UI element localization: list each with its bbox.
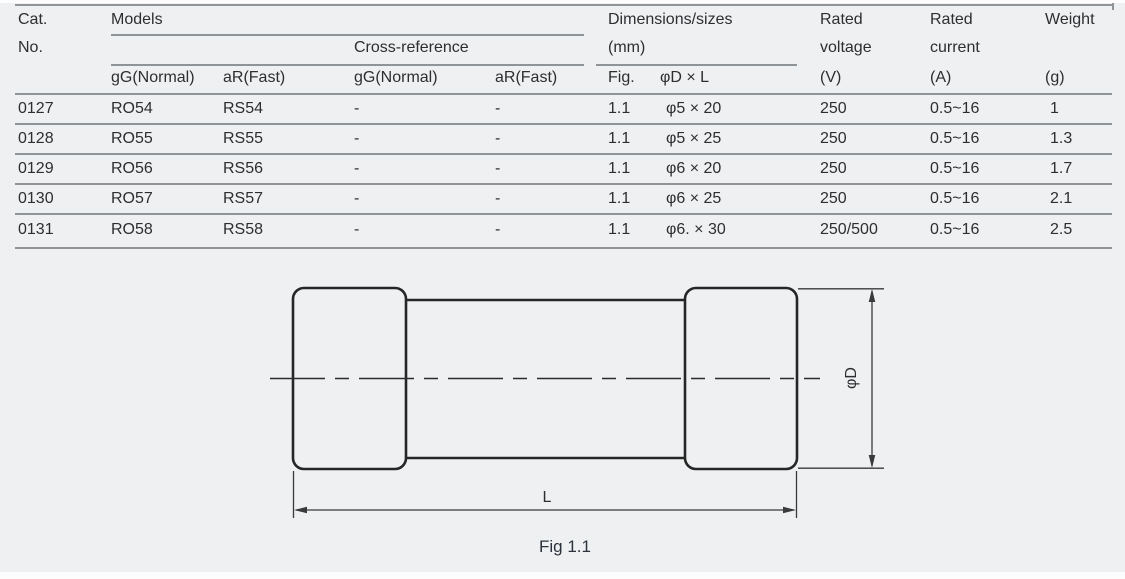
cell-model-gg: RO57	[111, 190, 153, 207]
cell-fig: 1.1	[608, 160, 631, 177]
cell-current: 0.5~16	[930, 100, 980, 117]
arrow-right-icon	[783, 506, 796, 514]
col-header-dimensions-unit: (mm)	[608, 39, 646, 56]
cell-cat-no: 0130	[18, 190, 54, 207]
cell-model-gg: RO56	[111, 160, 153, 177]
cell-cross-ar: -	[495, 190, 501, 207]
cell-weight: 1.7	[1050, 160, 1073, 177]
cell-voltage: 250	[820, 160, 847, 177]
cell-fig: 1.1	[608, 130, 631, 147]
arrow-left-icon	[294, 506, 307, 514]
cell-cross-ar: -	[495, 160, 501, 177]
diameter-label: φD	[843, 367, 860, 389]
page-margin-top	[0, 0, 1125, 3]
cell-cross-gg: -	[354, 160, 360, 177]
cell-model-ar: RS54	[223, 100, 264, 117]
figure-caption: Fig 1.1	[539, 537, 591, 556]
col-header-cross-reference: Cross-reference	[354, 39, 469, 56]
col-header-rated-voltage-1: Rated	[820, 11, 863, 28]
cell-model-ar: RS56	[223, 160, 264, 177]
cell-fig: 1.1	[608, 190, 631, 207]
col-header-rated-voltage-unit: (V)	[820, 69, 842, 86]
table-row: 0131 RO58 RS58 - - 1.1 φ6. × 30 250/500 …	[15, 215, 1112, 249]
cell-current: 0.5~16	[930, 221, 980, 238]
sub-header-cross-ar: aR(Fast)	[495, 69, 558, 86]
cell-cat-no: 0127	[18, 100, 54, 117]
page-margin-bottom	[0, 572, 1125, 579]
cell-cross-gg: -	[354, 130, 360, 147]
cell-voltage: 250/500	[820, 221, 878, 238]
cell-cross-gg: -	[354, 190, 360, 207]
cell-weight: 2.5	[1050, 221, 1073, 238]
col-header-weight: Weight	[1045, 11, 1095, 28]
sub-header-d-x-l: φD × L	[660, 69, 710, 86]
table-top-rule	[15, 4, 1112, 6]
cell-cross-gg: -	[354, 221, 360, 238]
cell-model-gg: RO55	[111, 130, 153, 147]
table-row: 0129 RO56 RS56 - - 1.1 φ6 × 20 250 0.5~1…	[15, 155, 1112, 185]
cell-cross-ar: -	[495, 130, 501, 147]
sub-header-models-gg: gG(Normal)	[111, 69, 195, 86]
cell-d-x-l: φ5 × 20	[666, 100, 722, 117]
cell-model-gg: RO54	[111, 100, 153, 117]
dimensions-group-rule	[596, 64, 797, 66]
length-label: L	[543, 489, 552, 506]
cell-voltage: 250	[820, 190, 847, 207]
cell-weight: 1	[1050, 100, 1059, 117]
sub-header-models-ar: aR(Fast)	[223, 69, 286, 86]
cell-d-x-l: φ5 × 25	[666, 130, 722, 147]
header-bottom-rule	[15, 93, 1112, 95]
cell-cross-ar: -	[495, 100, 501, 117]
cell-fig: 1.1	[608, 100, 631, 117]
sub-header-fig: Fig.	[608, 69, 635, 86]
col-header-rated-current-1: Rated	[930, 11, 973, 28]
col-header-rated-current-2: current	[930, 39, 980, 56]
col-header-rated-voltage-2: voltage	[820, 39, 872, 56]
cell-current: 0.5~16	[930, 190, 980, 207]
col-header-cat: Cat.	[18, 11, 48, 28]
cell-voltage: 250	[820, 100, 847, 117]
cell-current: 0.5~16	[930, 160, 980, 177]
page-edge-tick	[1112, 0, 1114, 10]
cross-reference-group-rule	[111, 64, 584, 66]
col-header-dimensions: Dimensions/sizes	[608, 11, 733, 28]
cell-cross-gg: -	[354, 100, 360, 117]
cell-fig: 1.1	[608, 221, 631, 238]
cell-weight: 1.3	[1050, 130, 1073, 147]
arrow-up-icon	[868, 289, 876, 302]
cell-cat-no: 0128	[18, 130, 54, 147]
models-group-rule	[111, 34, 584, 36]
cell-model-ar: RS58	[223, 221, 264, 238]
cell-model-ar: RS57	[223, 190, 264, 207]
cell-d-x-l: φ6 × 20	[666, 160, 722, 177]
cell-model-gg: RO58	[111, 221, 153, 238]
sub-header-cross-gg: gG(Normal)	[354, 69, 438, 86]
cell-weight: 2.1	[1050, 190, 1073, 207]
arrow-down-icon	[868, 455, 876, 468]
col-header-no: No.	[18, 39, 43, 56]
cell-cat-no: 0129	[18, 160, 54, 177]
table-row: 0127 RO54 RS54 - - 1.1 φ5 × 20 250 0.5~1…	[15, 95, 1112, 125]
cell-d-x-l: φ6. × 30	[666, 221, 726, 238]
col-header-rated-current-unit: (A)	[930, 69, 952, 86]
cell-current: 0.5~16	[930, 130, 980, 147]
col-header-models: Models	[111, 11, 163, 28]
table-row: 0130 RO57 RS57 - - 1.1 φ6 × 25 250 0.5~1…	[15, 185, 1112, 215]
cell-d-x-l: φ6 × 25	[666, 190, 722, 207]
col-header-weight-unit: (g)	[1045, 69, 1065, 86]
table-row: 0128 RO55 RS55 - - 1.1 φ5 × 25 250 0.5~1…	[15, 125, 1112, 155]
cell-model-ar: RS55	[223, 130, 264, 147]
cell-cross-ar: -	[495, 221, 501, 238]
cell-voltage: 250	[820, 130, 847, 147]
cell-cat-no: 0131	[18, 221, 54, 238]
